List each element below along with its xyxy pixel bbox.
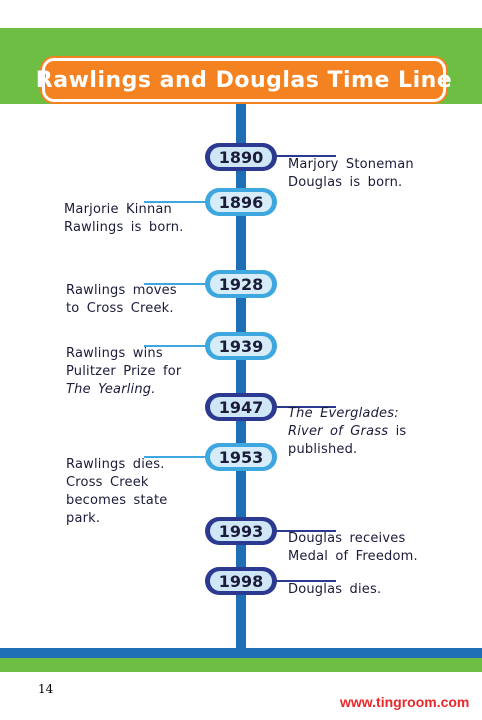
event-1896: Marjorie Kinnan Rawlings is born. [64, 201, 204, 237]
event-line: River of Grass is [288, 423, 448, 441]
event-1993: Douglas receives Medal of Freedom. [288, 530, 458, 566]
timeline-axis [236, 104, 246, 648]
year-label: 1939 [210, 336, 272, 356]
year-pill-1953: 1953 [205, 443, 277, 471]
connector-1928 [144, 283, 210, 285]
connector-1939 [144, 345, 210, 347]
year-label: 1928 [210, 274, 272, 294]
event-1928: Rawlings moves to Cross Creek. [66, 282, 206, 318]
year-label: 1993 [210, 521, 272, 541]
connector-1890 [272, 155, 336, 157]
page-title: Rawlings and Douglas Time Line [35, 67, 453, 93]
top-green-band [0, 28, 482, 56]
event-line: becomes state [66, 493, 168, 508]
year-label: 1890 [210, 147, 272, 167]
event-line: Rawlings dies. [66, 457, 165, 472]
connector-1998 [272, 580, 336, 582]
footer [0, 672, 482, 720]
year-label: 1953 [210, 447, 272, 467]
watermark: www.tingroom.com [340, 694, 470, 710]
event-line: The Yearling. [66, 381, 211, 399]
event-1947: The Everglades: River of Grass is publis… [288, 405, 448, 459]
year-pill-1947: 1947 [205, 393, 277, 421]
event-line: Pulitzer Prize for [66, 364, 182, 379]
year-pill-1896: 1896 [205, 188, 277, 216]
year-pill-1939: 1939 [205, 332, 277, 360]
event-1890: Marjory Stoneman Douglas is born. [288, 156, 448, 192]
connector-1953 [144, 456, 210, 458]
event-1998: Douglas dies. [288, 581, 448, 599]
event-line: Douglas is born. [288, 175, 403, 190]
connector-1896 [144, 201, 210, 203]
event-line: Douglas receives [288, 531, 406, 546]
year-pill-1928: 1928 [205, 270, 277, 298]
event-line: Rawlings moves [66, 283, 177, 298]
event-line: park. [66, 511, 101, 526]
title-banner: Rawlings and Douglas Time Line [36, 58, 452, 102]
connector-1947 [272, 406, 336, 408]
event-line: Douglas dies. [288, 582, 382, 597]
event-line: published. [288, 442, 358, 457]
event-line: Marjory Stoneman [288, 157, 414, 172]
book-title: The Yearling. [66, 382, 156, 397]
event-line: Cross Creek [66, 475, 149, 490]
year-pill-1890: 1890 [205, 143, 277, 171]
book-title: River of Grass [288, 424, 389, 439]
year-pill-1998: 1998 [205, 567, 277, 595]
event-line: Marjorie Kinnan [64, 202, 173, 217]
event-line: Medal of Freedom. [288, 549, 418, 564]
event-1953: Rawlings dies. Cross Creek becomes state… [66, 456, 206, 528]
connector-1993 [272, 530, 336, 532]
year-pill-1993: 1993 [205, 517, 277, 545]
event-line: Rawlings is born. [64, 220, 184, 235]
year-label: 1896 [210, 192, 272, 212]
page-number: 14 [38, 682, 54, 696]
event-line: Rawlings wins [66, 346, 163, 361]
event-1939: Rawlings wins Pulitzer Prize for The Yea… [66, 345, 211, 399]
year-label: 1998 [210, 571, 272, 591]
bottom-blue-band [0, 648, 482, 658]
event-word: is [395, 424, 407, 439]
event-line: to Cross Creek. [66, 301, 174, 316]
year-label: 1947 [210, 397, 272, 417]
event-line: The Everglades: [288, 405, 448, 423]
book-title: The Everglades: [288, 406, 399, 421]
